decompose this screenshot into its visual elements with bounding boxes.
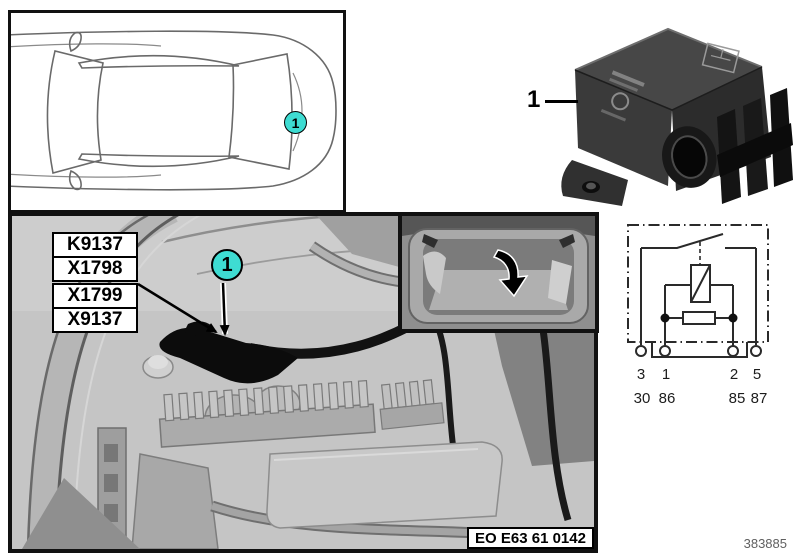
pin-terminal-1: 1 — [661, 366, 671, 383]
component-label-text: K9137 — [67, 234, 123, 255]
component-label-connector-2: X1799 — [52, 283, 138, 309]
pin-terminal-2: 2 — [729, 366, 739, 383]
pin-din-85: 85 — [728, 390, 746, 407]
location-hotspot-label: 1 — [221, 253, 233, 276]
pin-din-86: 86 — [658, 390, 676, 407]
location-hotspot[interactable]: 1 — [211, 249, 243, 281]
car-hotspot-label: 1 — [291, 114, 300, 131]
trunk-inset-panel — [398, 212, 599, 333]
drawing-number: 383885 — [743, 536, 787, 551]
pin-terminal-5: 5 — [752, 366, 762, 383]
relay-photo — [561, 27, 793, 206]
component-label-text: X9137 — [67, 309, 123, 330]
car-location-hotspot[interactable]: 1 — [284, 111, 307, 134]
relay-schematic — [627, 224, 769, 358]
pin-din-30: 30 — [633, 390, 651, 407]
component-label-text: X1798 — [67, 258, 123, 279]
component-label-relay: K9137 — [52, 232, 138, 258]
component-label-text: X1799 — [67, 285, 123, 306]
component-label-connector-1: X1798 — [52, 256, 138, 282]
pin-terminal-3: 3 — [636, 366, 646, 383]
trunk-inset-graphic — [402, 216, 595, 329]
eo-code-box: EO E63 61 0142 — [467, 527, 594, 549]
relay-callout-line — [545, 100, 578, 103]
lift-direction-arrow-icon — [492, 249, 529, 298]
relay-callout-number[interactable]: 1 — [527, 86, 541, 113]
car-topview-graphic — [11, 30, 337, 191]
eo-code-text: EO E63 61 0142 — [475, 529, 586, 547]
pin-din-87: 87 — [750, 390, 768, 407]
component-label-socket: X9137 — [52, 307, 138, 333]
